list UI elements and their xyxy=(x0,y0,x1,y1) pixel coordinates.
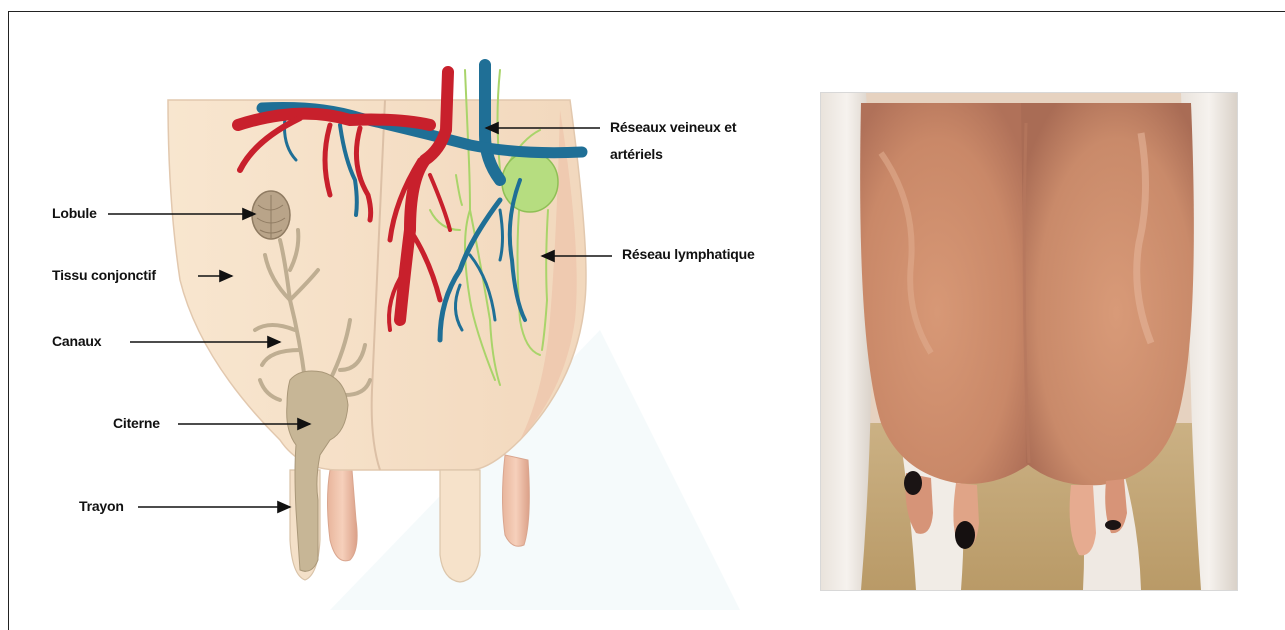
lobule xyxy=(252,191,290,239)
udder-photo xyxy=(820,92,1238,591)
rear-teat-right xyxy=(503,455,530,546)
udder-anatomy-diagram xyxy=(0,0,800,630)
label-reseaux-line2: artériels xyxy=(610,146,663,162)
label-canaux: Canaux xyxy=(52,333,101,349)
lymph-node xyxy=(502,152,558,212)
label-lobule: Lobule xyxy=(52,205,97,221)
label-citerne: Citerne xyxy=(113,415,160,431)
label-tissu-conjonctif: Tissu conjonctif xyxy=(52,267,156,283)
label-reseau-lymphatique: Réseau lymphatique xyxy=(622,246,755,262)
label-trayon: Trayon xyxy=(79,498,124,514)
rear-teat-left xyxy=(328,470,358,561)
front-teat-right xyxy=(440,470,480,582)
udder-photo-illustration xyxy=(821,93,1237,590)
label-reseaux-line1: Réseaux veineux et xyxy=(610,119,736,135)
